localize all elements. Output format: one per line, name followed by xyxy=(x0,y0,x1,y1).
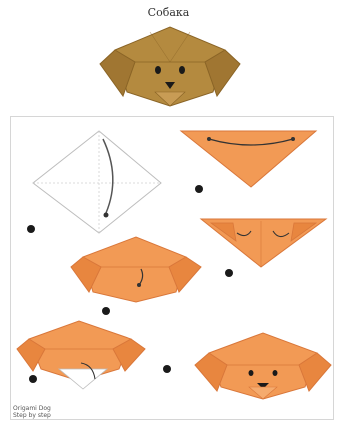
step-4-bullet xyxy=(102,307,110,315)
step-1-bullet xyxy=(27,225,35,233)
footer-note: Origami Dog Step by step xyxy=(13,405,51,419)
instruction-panel xyxy=(10,116,334,420)
footer-line-2: Step by step xyxy=(13,412,51,419)
dog-right-eye xyxy=(273,370,278,376)
dog-left-eye xyxy=(249,370,254,376)
instruction-diagram xyxy=(11,117,333,419)
hero-right-eye xyxy=(179,66,185,74)
step-6-finished-dog xyxy=(195,333,331,399)
hero-dog-origami xyxy=(95,22,245,112)
step-5-bullet-right xyxy=(163,365,171,373)
step-5-fold-bottom xyxy=(17,321,171,389)
step-5-bullet xyxy=(29,375,37,383)
footer-line-1: Origami Dog xyxy=(13,405,51,412)
step-1-square xyxy=(27,131,161,233)
step-4-ears xyxy=(71,237,201,315)
step-2-bullet xyxy=(195,185,203,193)
step-3-bullet xyxy=(225,269,233,277)
page-title: Собака xyxy=(0,6,337,19)
step-3-fold-corners xyxy=(201,219,326,277)
hero-left-eye xyxy=(155,66,161,74)
step-2-triangle xyxy=(181,131,316,193)
